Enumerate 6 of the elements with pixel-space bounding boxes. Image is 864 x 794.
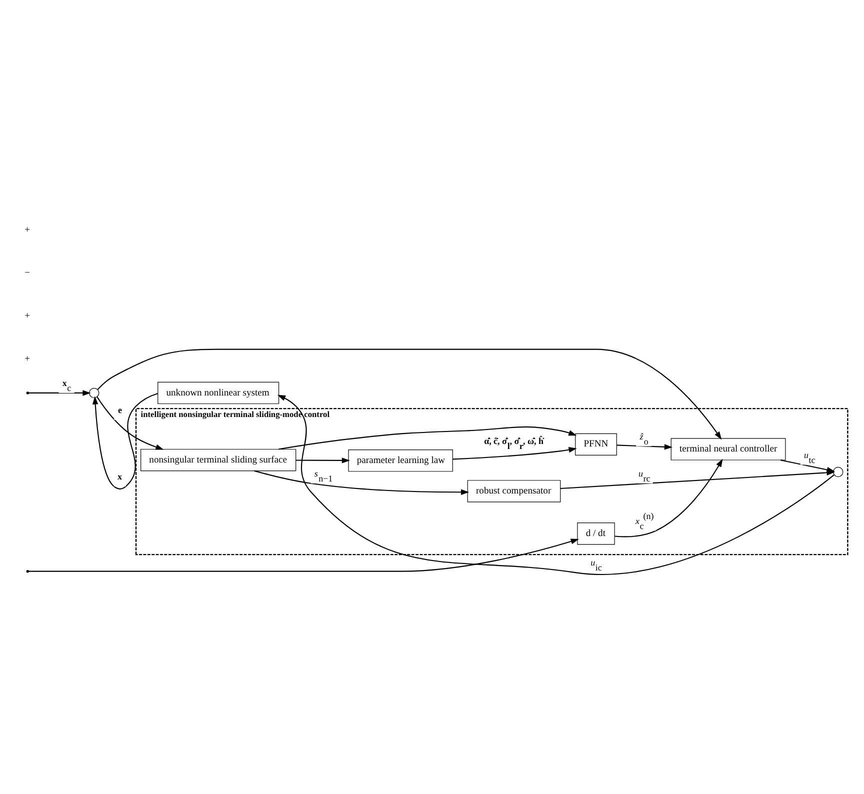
edge-label: x (117, 471, 122, 482)
label: + (24, 224, 30, 236)
label: + (24, 354, 30, 365)
edge-label: e (118, 405, 122, 416)
label: + (24, 310, 30, 322)
label: − (24, 268, 30, 279)
